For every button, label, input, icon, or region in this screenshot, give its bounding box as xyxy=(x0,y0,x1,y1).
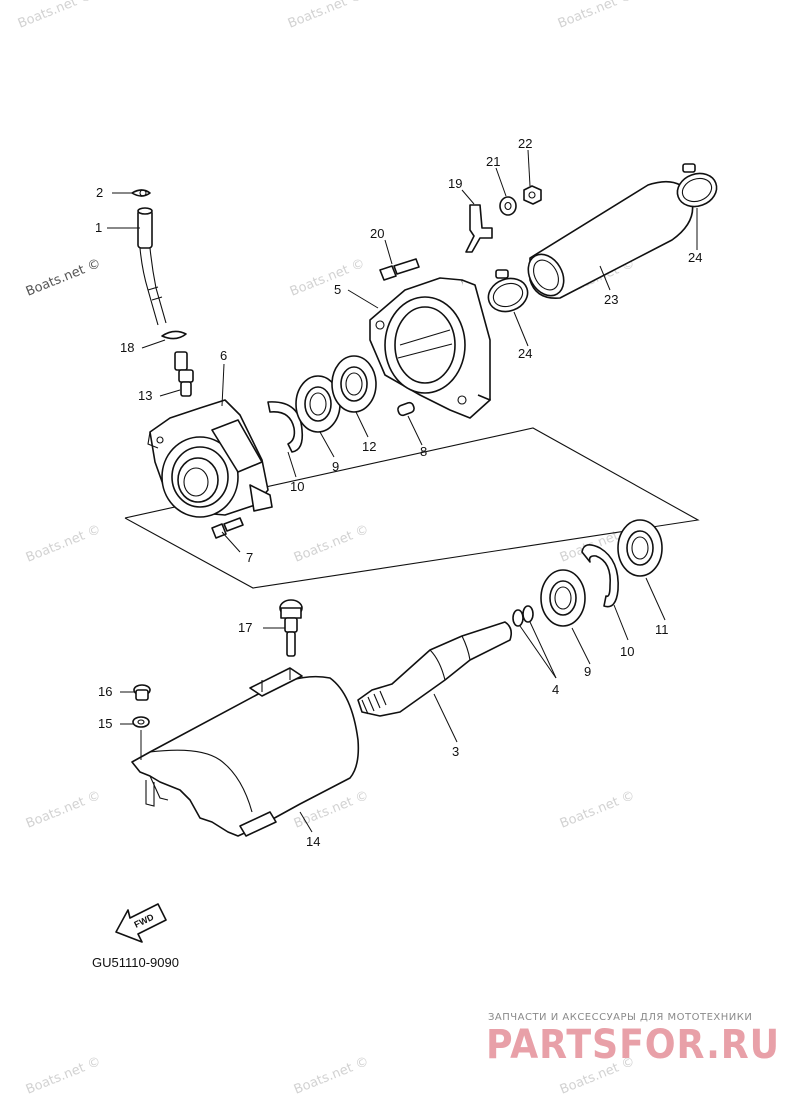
callout-5: 5 xyxy=(334,282,341,297)
callout-1: 1 xyxy=(95,220,102,235)
part-16-bolt xyxy=(133,684,151,701)
callout-2: 2 xyxy=(96,185,103,200)
assembly-outline xyxy=(124,427,700,589)
callout-18: 18 xyxy=(120,340,134,355)
watermark-layer: Boats.net © Boats.net © Boats.net © Boat… xyxy=(16,0,637,1098)
callout-16: 16 xyxy=(98,684,112,699)
callout-20: 20 xyxy=(370,226,384,241)
watermark: Boats.net © xyxy=(292,522,371,566)
part-18-clip xyxy=(161,330,187,340)
part-4-o-rings xyxy=(512,605,534,627)
part-15-washer xyxy=(132,716,150,728)
part-20-bolt xyxy=(379,258,420,281)
callout-24-left: 24 xyxy=(518,346,532,361)
watermark: Boats.net © xyxy=(556,0,635,32)
brand-tagline: ЗАПЧАСТИ И АКСЕССУАРЫ ДЛЯ МОТОТЕХНИКИ xyxy=(488,1012,752,1023)
callout-4: 4 xyxy=(552,682,559,697)
part-19-bracket xyxy=(465,204,493,253)
callout-10-lower: 10 xyxy=(620,644,634,659)
callout-12: 12 xyxy=(362,439,376,454)
part-22-nut xyxy=(523,185,542,205)
brand-logo: ЗАПЧАСТИ И АКСЕССУАРЫ ДЛЯ МОТОТЕХНИКИ PA… xyxy=(486,1012,780,1068)
part-17-bolt xyxy=(279,599,303,657)
part-24-clamp xyxy=(487,269,529,313)
watermark: Boats.net © xyxy=(24,256,103,300)
fwd-arrow: FWD xyxy=(115,903,167,943)
callout-23: 23 xyxy=(604,292,618,307)
part-12-bearing xyxy=(331,355,377,413)
callout-22: 22 xyxy=(518,136,532,151)
watermark: Boats.net © xyxy=(24,1054,103,1098)
watermark: Boats.net © xyxy=(288,256,367,300)
part-10-circlip xyxy=(581,544,619,608)
part-9-bearing xyxy=(540,569,586,627)
part-23-tube xyxy=(527,180,694,299)
watermark: Boats.net © xyxy=(292,1054,371,1098)
watermark: Boats.net © xyxy=(16,0,95,32)
callout-3: 3 xyxy=(452,744,459,759)
diagram-code: GU51110-9090 xyxy=(92,955,179,970)
leader-lines xyxy=(107,149,698,833)
callout-15: 15 xyxy=(98,716,112,731)
callout-24-right: 24 xyxy=(688,250,702,265)
part-11-bearing xyxy=(617,519,663,577)
part-24-clamp xyxy=(676,163,718,208)
part-5-housing xyxy=(369,277,491,419)
callout-9-lower: 9 xyxy=(584,664,591,679)
callout-21: 21 xyxy=(486,154,500,169)
part-6-bearing-housing xyxy=(147,399,273,518)
callout-13: 13 xyxy=(138,388,152,403)
part-1-hose xyxy=(137,207,167,326)
part-8-pin xyxy=(397,401,415,417)
part-14-cover xyxy=(131,667,360,837)
part-13-fitting xyxy=(174,351,194,397)
callout-19: 19 xyxy=(448,176,462,191)
callout-10-upper: 10 xyxy=(290,479,304,494)
part-21-washer xyxy=(499,196,517,216)
watermark: Boats.net © xyxy=(24,522,103,566)
watermark: Boats.net © xyxy=(286,0,365,32)
watermark: Boats.net © xyxy=(24,788,103,832)
callout-17: 17 xyxy=(238,620,252,635)
callout-labels: 1 2 18 13 6 7 10 9 12 8 5 20 19 21 22 23… xyxy=(95,136,702,849)
callout-11: 11 xyxy=(655,622,669,637)
part-3-drive-shaft xyxy=(357,621,512,717)
part-7-bolt xyxy=(211,517,244,539)
callout-6: 6 xyxy=(220,348,227,363)
callout-9-upper: 9 xyxy=(332,459,339,474)
watermark: Boats.net © xyxy=(558,788,637,832)
brand-name: PARTSFOR.RU xyxy=(486,1022,780,1068)
callout-14: 14 xyxy=(306,834,320,849)
part-9-bearing xyxy=(295,375,341,433)
callout-8: 8 xyxy=(420,444,427,459)
part-2-clip xyxy=(131,189,151,197)
callout-7: 7 xyxy=(246,550,253,565)
